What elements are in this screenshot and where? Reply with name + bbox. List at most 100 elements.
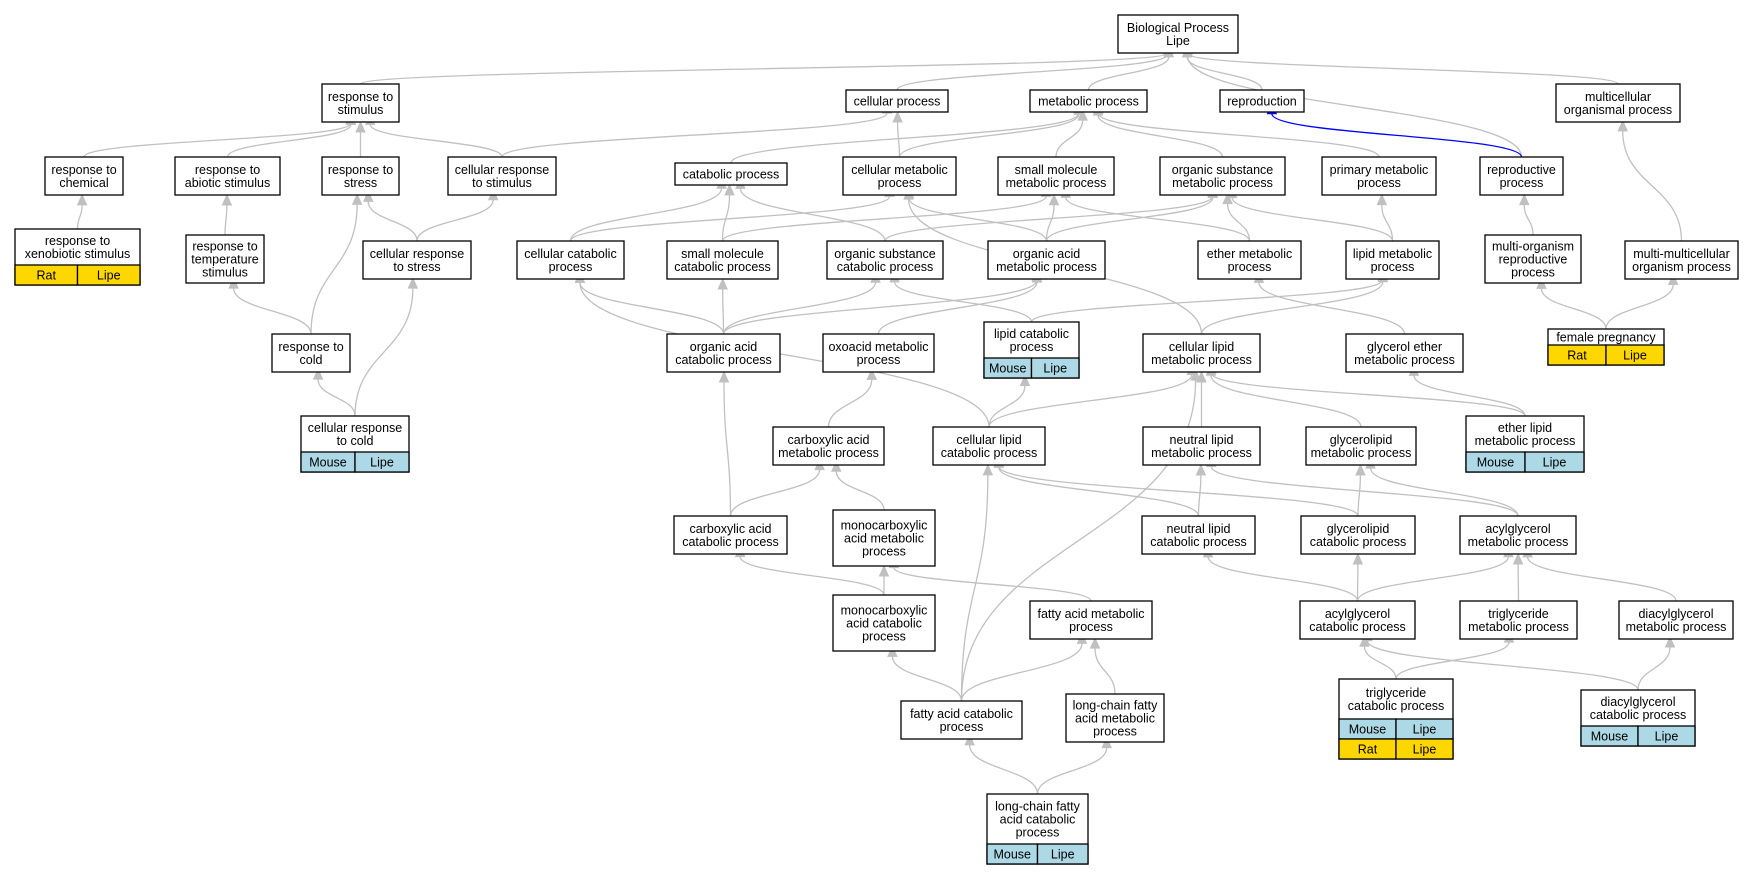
term-box bbox=[772, 426, 885, 466]
term-label-line: response to bbox=[45, 234, 110, 248]
term-box bbox=[1345, 333, 1464, 373]
annotation-cell: Mouse bbox=[1338, 718, 1397, 740]
edge-clmp-to-lmp bbox=[1200, 270, 1389, 335]
edge-rtc-to-rts bbox=[83, 112, 356, 158]
edge-fp-to-mmop bbox=[1605, 273, 1679, 330]
term-box bbox=[1618, 600, 1734, 640]
annotation-label: Mouse bbox=[1591, 730, 1629, 744]
term-label-line: multicellular bbox=[1585, 90, 1651, 104]
term-label-line: metabolic process bbox=[778, 446, 879, 460]
term-label-line: metabolic process bbox=[1468, 620, 1569, 634]
annotation-label: Mouse bbox=[989, 362, 1027, 376]
term-box bbox=[832, 594, 936, 652]
term-label-line: cellular lipid bbox=[956, 433, 1021, 447]
edge-crtc-to-crtst bbox=[354, 276, 419, 417]
edge-emp-to-osmp bbox=[1222, 192, 1251, 242]
term-label-line: triglyceride bbox=[1488, 607, 1548, 621]
annotation-cell: Lipe bbox=[1524, 451, 1585, 473]
term-label-line: neutral lipid bbox=[1167, 522, 1231, 536]
annotation-label: Mouse bbox=[309, 456, 347, 470]
term-label-line: cellular response bbox=[308, 421, 403, 435]
term-label-line: chemical bbox=[59, 176, 108, 190]
term-node-catp[interactable]: catabolic process bbox=[674, 162, 788, 186]
term-label-line: metabolic process bbox=[1151, 446, 1252, 460]
term-box bbox=[1555, 83, 1681, 123]
annotation-cell: Lipe bbox=[1395, 718, 1454, 740]
annotation-label: Rat bbox=[1358, 743, 1378, 757]
edge-rts-to-bp bbox=[359, 42, 1174, 85]
term-label-line: to stimulus bbox=[472, 176, 532, 190]
term-box bbox=[1459, 600, 1578, 640]
edge-smcp-to-catp bbox=[721, 183, 735, 242]
term-label-line: cellular lipid bbox=[1169, 340, 1234, 354]
edge-lmp-to-pmp bbox=[1376, 193, 1394, 242]
term-label-line: process bbox=[1093, 725, 1137, 739]
edge-facp-to-famp bbox=[960, 632, 1088, 702]
term-label-line: response to bbox=[195, 163, 260, 177]
term-label-line: metabolic process bbox=[1626, 620, 1727, 634]
term-node-mp[interactable]: metabolic process bbox=[1029, 89, 1148, 113]
term-label-line: process bbox=[878, 176, 922, 190]
term-node-rep[interactable]: reproduction bbox=[1219, 89, 1305, 113]
edge-cacp-to-camp bbox=[729, 458, 825, 517]
edge-oamp-to-cmp bbox=[903, 186, 1048, 242]
edge-cacp-to-oacp bbox=[718, 370, 732, 517]
edge-oacp-to-smcp bbox=[717, 277, 728, 335]
term-label-line: process bbox=[862, 545, 906, 559]
term-node-cp[interactable]: cellular process bbox=[845, 89, 949, 113]
term-label-line: metabolic process bbox=[1354, 353, 1455, 367]
term-label-line: reproduction bbox=[1227, 95, 1297, 109]
